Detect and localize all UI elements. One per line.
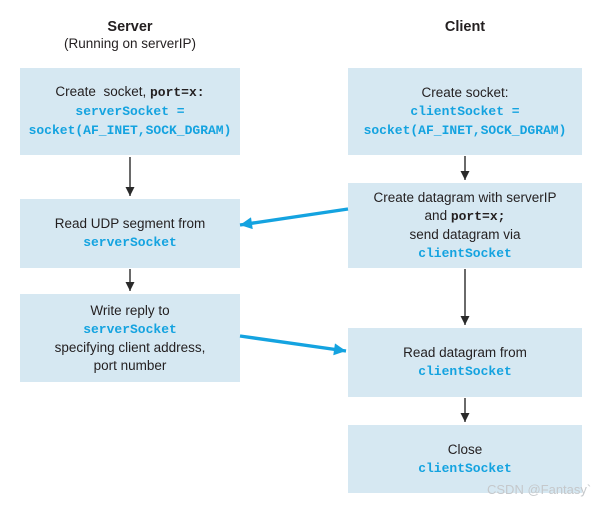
box-code-text: socket(AF_INET,SOCK_DGRAM) <box>363 122 567 138</box>
box-text-line: and port=x; <box>425 207 506 226</box>
box-text: and <box>424 207 451 223</box>
box-text-line: clientSocket = <box>410 102 519 121</box>
watermark-text: CSDN @Fantasy` <box>487 482 592 497</box>
box-code-text: clientSocket <box>418 364 512 379</box>
box-text-line: serverSocket <box>83 233 177 252</box>
box-text-line: clientSocket <box>418 244 512 263</box>
client-read-datagram-box: Read datagram from clientSocket <box>348 328 582 397</box>
box-code-text: serverSocket <box>83 321 177 337</box>
box-text: Create socket: <box>421 84 509 100</box>
box-text-line: Create datagram with serverIP <box>373 189 556 207</box>
box-code-text: clientSocket <box>418 460 512 476</box>
box-text-line: socket(AF_INET,SOCK_DGRAM) <box>364 121 567 140</box>
box-text-line: Create socket: <box>421 84 508 102</box>
box-text-line: send datagram via <box>409 226 520 244</box>
box-text-line: serverSocket = <box>75 102 184 121</box>
server-write-reply-box: Write reply to serverSocket specifying c… <box>20 294 240 382</box>
box-text-line: Close <box>448 441 483 459</box>
arrow-client-datagram-to-server-read <box>239 207 349 230</box>
box-code-text: serverSocket <box>83 235 177 250</box>
box-text: specifying client address, <box>54 339 206 355</box>
box-text: port number <box>93 357 167 373</box>
box-text-line: port number <box>94 357 167 375</box>
client-column-title: Client <box>444 19 486 35</box>
box-text-line: Read UDP segment from <box>55 215 206 233</box>
server-read-segment-box: Read UDP segment from serverSocket <box>20 199 240 268</box>
client-close-box: Close clientSocket <box>348 425 582 493</box>
box-text-line: Write reply to <box>90 302 169 320</box>
client-create-socket-box: Create socket: clientSocket = socket(AF_… <box>348 68 582 155</box>
box-text-line: clientSocket <box>418 459 512 478</box>
box-text-line: socket(AF_INET,SOCK_DGRAM) <box>29 121 232 140</box>
box-code-text: clientSocket = <box>410 103 520 119</box>
box-text-line: Read datagram from <box>403 344 527 362</box>
box-text-line: serverSocket <box>83 320 177 339</box>
server-column-title: Server <box>107 19 153 35</box>
box-code-text: port=x; <box>450 208 506 224</box>
server-column-subtitle: (Running on serverIP) <box>63 36 197 51</box>
box-code-text: clientSocket <box>418 245 512 261</box>
box-text-line: clientSocket <box>418 362 512 381</box>
box-text: Write reply to <box>90 302 170 318</box>
arrow-server-write-to-client-read <box>239 334 347 356</box>
box-text: Read datagram from <box>403 345 527 360</box>
server-create-socket-box: Create socket, port=x: serverSocket = so… <box>20 68 240 155</box>
box-code-text: socket(AF_INET,SOCK_DGRAM) <box>28 123 232 138</box>
box-text: Close <box>447 441 483 457</box>
box-text: send datagram via <box>409 226 521 242</box>
box-code-text: port=x: <box>149 85 205 100</box>
client-create-datagram-box: Create datagram with serverIP and port=x… <box>348 183 582 268</box>
box-text-line: Create socket, port=x: <box>55 83 204 102</box>
box-code-text: serverSocket = <box>75 104 185 119</box>
box-text-line: specifying client address, <box>55 339 206 357</box>
box-text: Create datagram with serverIP <box>373 189 557 205</box>
box-text: Read UDP segment from <box>54 216 206 231</box>
box-text: Create socket, <box>55 84 150 99</box>
